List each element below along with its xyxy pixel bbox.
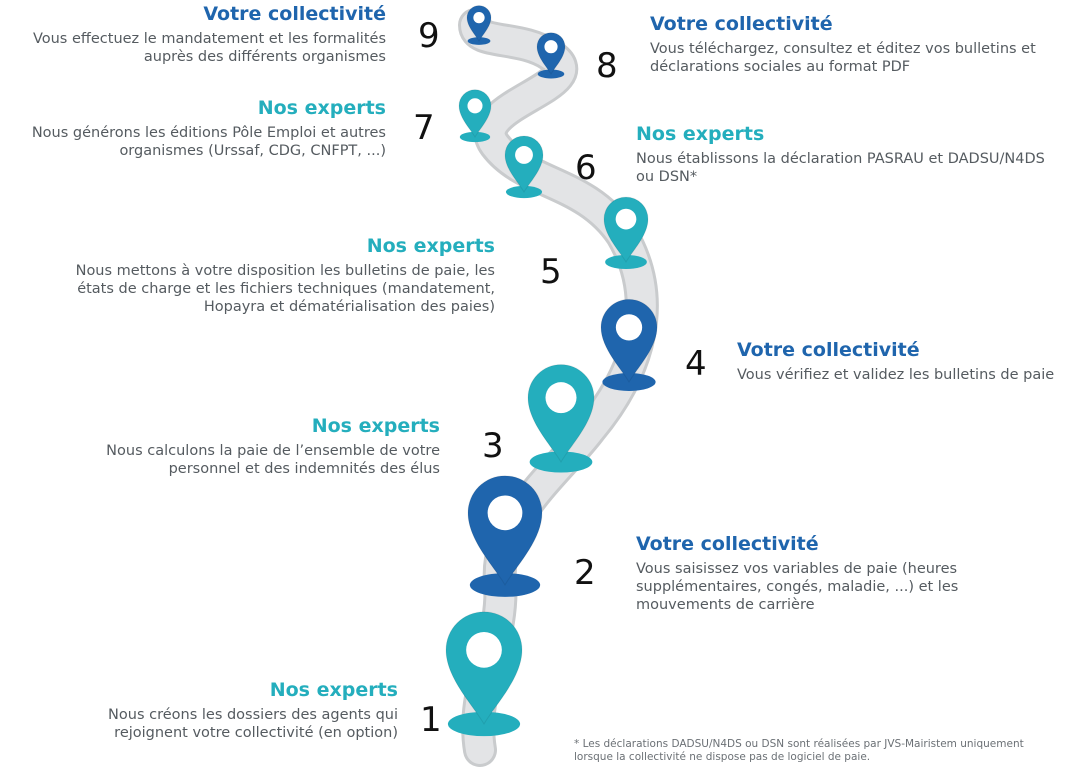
map-pin-icon-7 (458, 89, 492, 143)
pin-body-6 (504, 135, 544, 194)
step-6-number: 6 (575, 148, 597, 188)
footnote: * Les déclarations DADSU/N4DS ou DSN son… (574, 738, 1024, 763)
step-4-desc: Vous vérifiez et validez les bulletins d… (737, 367, 1055, 383)
step-3-title: Nos experts (311, 415, 440, 437)
step-5-title: Nos experts (366, 235, 495, 257)
step-8-number: 8 (596, 46, 618, 86)
step-4: Votre collectivité Vous vérifiez et vali… (737, 338, 1082, 384)
pin-body-9 (466, 5, 492, 43)
pin-body-2 (467, 475, 543, 587)
step-3-desc: Nous calculons la paie de l’ensemble de … (106, 443, 440, 477)
step-3: Nos experts Nous calculons la paie de l’… (60, 414, 440, 478)
step-6-title: Nos experts (636, 123, 765, 145)
pin-body-4 (600, 298, 658, 384)
step-1-desc: Nous créons les dossiers des agents qui … (108, 707, 398, 741)
step-9-number: 9 (418, 16, 440, 56)
step-4-number: 4 (685, 344, 707, 384)
pin-body-1 (445, 611, 523, 726)
map-pin-icon-1 (445, 611, 523, 737)
step-7-desc: Nous générons les éditions Pôle Emploi e… (31, 125, 386, 159)
pin-hole-1 (466, 632, 502, 668)
step-2-desc: Vous saisissez vos variables de paie (he… (636, 561, 959, 613)
step-2: Votre collectivité Vous saisissez vos va… (636, 532, 996, 614)
map-pin-icon-8 (536, 32, 566, 79)
pin-hole-2 (487, 495, 523, 531)
map-pin-icon-6 (504, 135, 544, 199)
step-9-desc: Vous effectuez le mandatement et les for… (32, 31, 386, 65)
pin-hole-4 (615, 314, 643, 341)
pin-hole-7 (467, 98, 483, 114)
step-6: Nos experts Nous établissons la déclarat… (636, 122, 1056, 186)
step-7-number: 7 (413, 108, 435, 148)
step-4-title: Votre collectivité (737, 339, 920, 361)
map-pin-icon-9 (466, 5, 492, 45)
step-5: Nos experts Nous mettons à votre disposi… (40, 234, 495, 316)
step-8-title: Votre collectivité (650, 13, 833, 35)
pin-hole-3 (545, 382, 577, 414)
step-3-number: 3 (482, 426, 504, 466)
step-2-number: 2 (574, 553, 596, 593)
step-7: Nos experts Nous générons les éditions P… (0, 96, 386, 160)
pin-body-3 (527, 364, 595, 464)
step-8-desc: Vous téléchargez, consultez et éditez vo… (650, 41, 1036, 75)
pin-body-5 (603, 196, 649, 264)
step-1-number: 1 (420, 700, 442, 740)
step-5-desc: Nous mettons à votre disposition les bul… (75, 263, 495, 315)
step-6-desc: Nous établissons la déclaration PASRAU e… (636, 151, 1045, 185)
step-8: Votre collectivité Vous téléchargez, con… (650, 12, 1050, 76)
step-1-title: Nos experts (269, 679, 398, 701)
pin-hole-5 (615, 208, 637, 230)
step-9-title: Votre collectivité (203, 3, 386, 25)
map-pin-icon-4 (600, 298, 658, 391)
map-pin-icon-5 (603, 196, 649, 270)
step-2-title: Votre collectivité (636, 533, 819, 555)
pin-hole-9 (473, 11, 485, 24)
map-pin-icon-2 (467, 475, 543, 597)
pin-body-7 (458, 89, 492, 139)
pin-hole-8 (544, 40, 558, 54)
pin-hole-6 (515, 146, 533, 164)
step-9: Votre collectivité Vous effectuez le man… (0, 2, 386, 66)
pin-body-8 (536, 32, 566, 76)
step-1: Nos experts Nous créons les dossiers des… (60, 678, 398, 742)
step-5-number: 5 (540, 252, 562, 292)
step-7-title: Nos experts (257, 97, 386, 119)
map-pin-icon-3 (527, 364, 595, 473)
